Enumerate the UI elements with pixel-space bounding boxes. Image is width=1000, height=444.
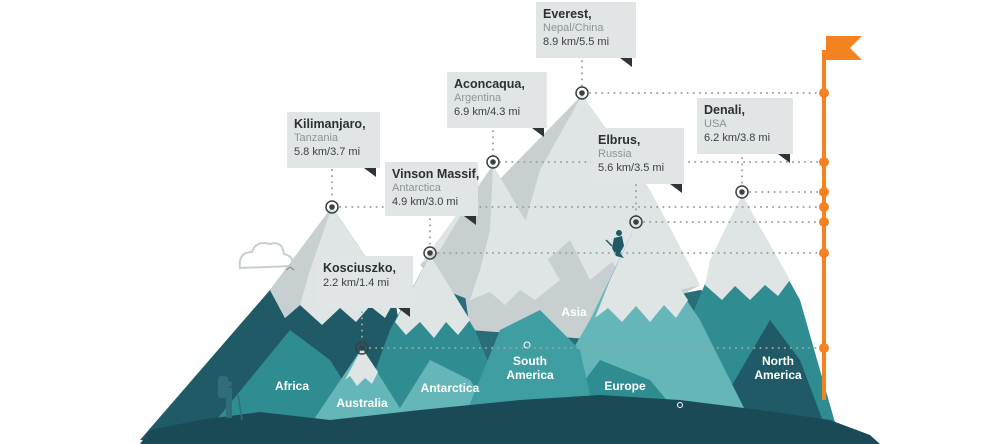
callout-pointer (398, 308, 410, 317)
continent-label-europe: Europe (604, 379, 646, 393)
continent-label-australia: Australia (336, 396, 388, 410)
peak-country: Nepal/China (543, 22, 604, 34)
peak-height: 5.6 km/3.5 mi (598, 162, 665, 174)
peak-country: Antarctica (392, 182, 441, 194)
peak-markers (325, 86, 749, 355)
flag-pole (819, 36, 862, 400)
callout-everest: Everest, Nepal/China 8.9 km/5.5 mi (536, 2, 636, 58)
peak-marker-aconcagua (486, 155, 500, 169)
continent-label-south-america: South America (506, 354, 554, 382)
peak-marker-kosciuszko (355, 341, 369, 355)
peak-country: Argentina (454, 92, 502, 104)
peak-name: Elbrus, (598, 133, 641, 147)
callout-pointer (620, 58, 632, 67)
callout-pointer (464, 216, 476, 225)
callout-pointer (778, 154, 790, 163)
callout-pointer (364, 168, 376, 177)
bubble-icon (677, 402, 683, 408)
callout-vinson: Vinson Massif, Antarctica 4.9 km/3.0 mi (385, 162, 480, 216)
callout-denali: Denali, USA 6.2 km/3.8 mi (697, 98, 793, 154)
hiker-icon (218, 376, 243, 421)
peak-name: Everest, (543, 7, 592, 21)
continent-label-asia: Asia (561, 305, 587, 319)
peak-height: 6.9 km/4.3 mi (454, 106, 521, 118)
flag-icon (826, 36, 862, 60)
callout-pointer (532, 128, 544, 137)
peak-name: Denali, (704, 103, 745, 117)
cloud-icon (238, 242, 294, 270)
peak-marker-vinson (423, 246, 437, 260)
callout-pointer (670, 184, 682, 193)
peak-name: Vinson Massif, (392, 167, 480, 181)
peak-marker-kilimanjaro (325, 200, 339, 214)
foreground-ground (140, 395, 880, 444)
peak-name: Aconcaqua, (454, 77, 525, 91)
continent-label-antarctica: Antarctica (420, 381, 480, 395)
peak-height: 8.9 km/5.5 mi (543, 36, 610, 48)
continent-label-north-america: North America (754, 354, 802, 382)
peak-height: 2.2 km/1.4 mi (323, 277, 390, 289)
callout-elbrus: Elbrus, Russia 5.6 km/3.5 mi (591, 128, 684, 184)
peak-country: Russia (598, 148, 632, 160)
continent-label-africa: Africa (274, 379, 309, 393)
peak-height: 6.2 km/3.8 mi (704, 132, 771, 144)
peak-marker-elbrus (629, 215, 643, 229)
peak-height: 4.9 km/3.0 mi (392, 196, 459, 208)
callout-kosciuszko: Kosciuszko, 2.2 km/1.4 mi (316, 256, 413, 308)
bird-icon (285, 266, 295, 271)
callout-aconcagua: Aconcaqua, Argentina 6.9 km/4.3 mi (447, 72, 547, 128)
peak-height: 5.8 km/3.7 mi (294, 146, 361, 158)
peak-marker-everest (575, 86, 589, 100)
peak-name: Kosciuszko, (323, 261, 396, 275)
peak-country: Tanzania (294, 132, 339, 144)
peak-marker-denali (735, 185, 749, 199)
peak-country: USA (704, 118, 727, 130)
callout-kilimanjaro: Kilimanjaro, Tanzania 5.8 km/3.7 mi (287, 112, 380, 168)
peak-name: Kilimanjaro, (294, 117, 366, 131)
bubble-icon (523, 341, 531, 349)
leader-lines (331, 54, 825, 349)
